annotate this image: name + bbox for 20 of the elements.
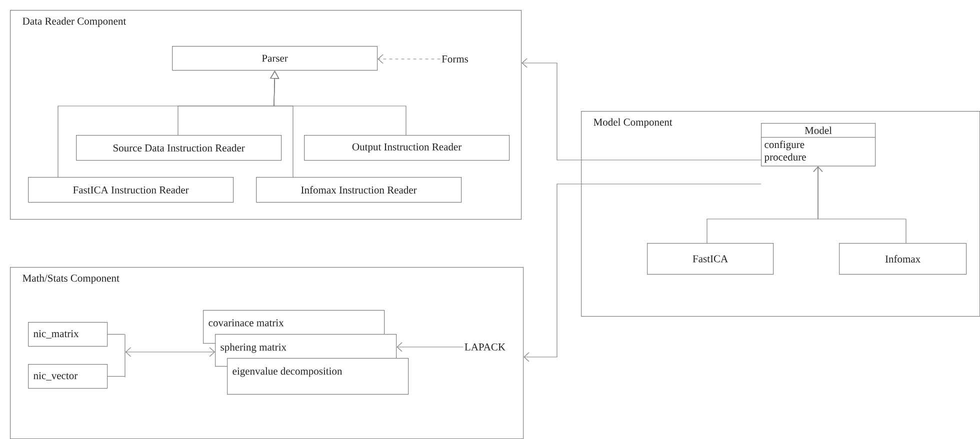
arrow bbox=[396, 342, 464, 352]
arrow bbox=[813, 166, 906, 244]
class-box: nic_vector bbox=[28, 364, 108, 389]
arrow bbox=[125, 347, 216, 357]
arrow bbox=[378, 54, 441, 64]
class-box: Output Instruction Reader bbox=[304, 135, 510, 161]
class-box: Infomax bbox=[839, 243, 967, 275]
class-box: Source Data Instruction Reader bbox=[76, 135, 282, 161]
class-box: Infomax Instruction Reader bbox=[256, 177, 462, 203]
arrow bbox=[522, 58, 762, 160]
class-box: nic_matrix bbox=[28, 322, 108, 347]
arrow bbox=[524, 184, 762, 362]
class-box: FastICA bbox=[647, 243, 774, 275]
stacked-box: eigenvalue decomposition bbox=[227, 358, 409, 395]
class-box: FastICA Instruction Reader bbox=[28, 177, 234, 203]
class-box: Parser bbox=[172, 46, 378, 71]
arrow bbox=[270, 70, 294, 178]
interface-label: Forms bbox=[442, 56, 468, 62]
class-box: Model configure procedure bbox=[761, 123, 876, 166]
library-label: LAPACK bbox=[464, 343, 506, 351]
